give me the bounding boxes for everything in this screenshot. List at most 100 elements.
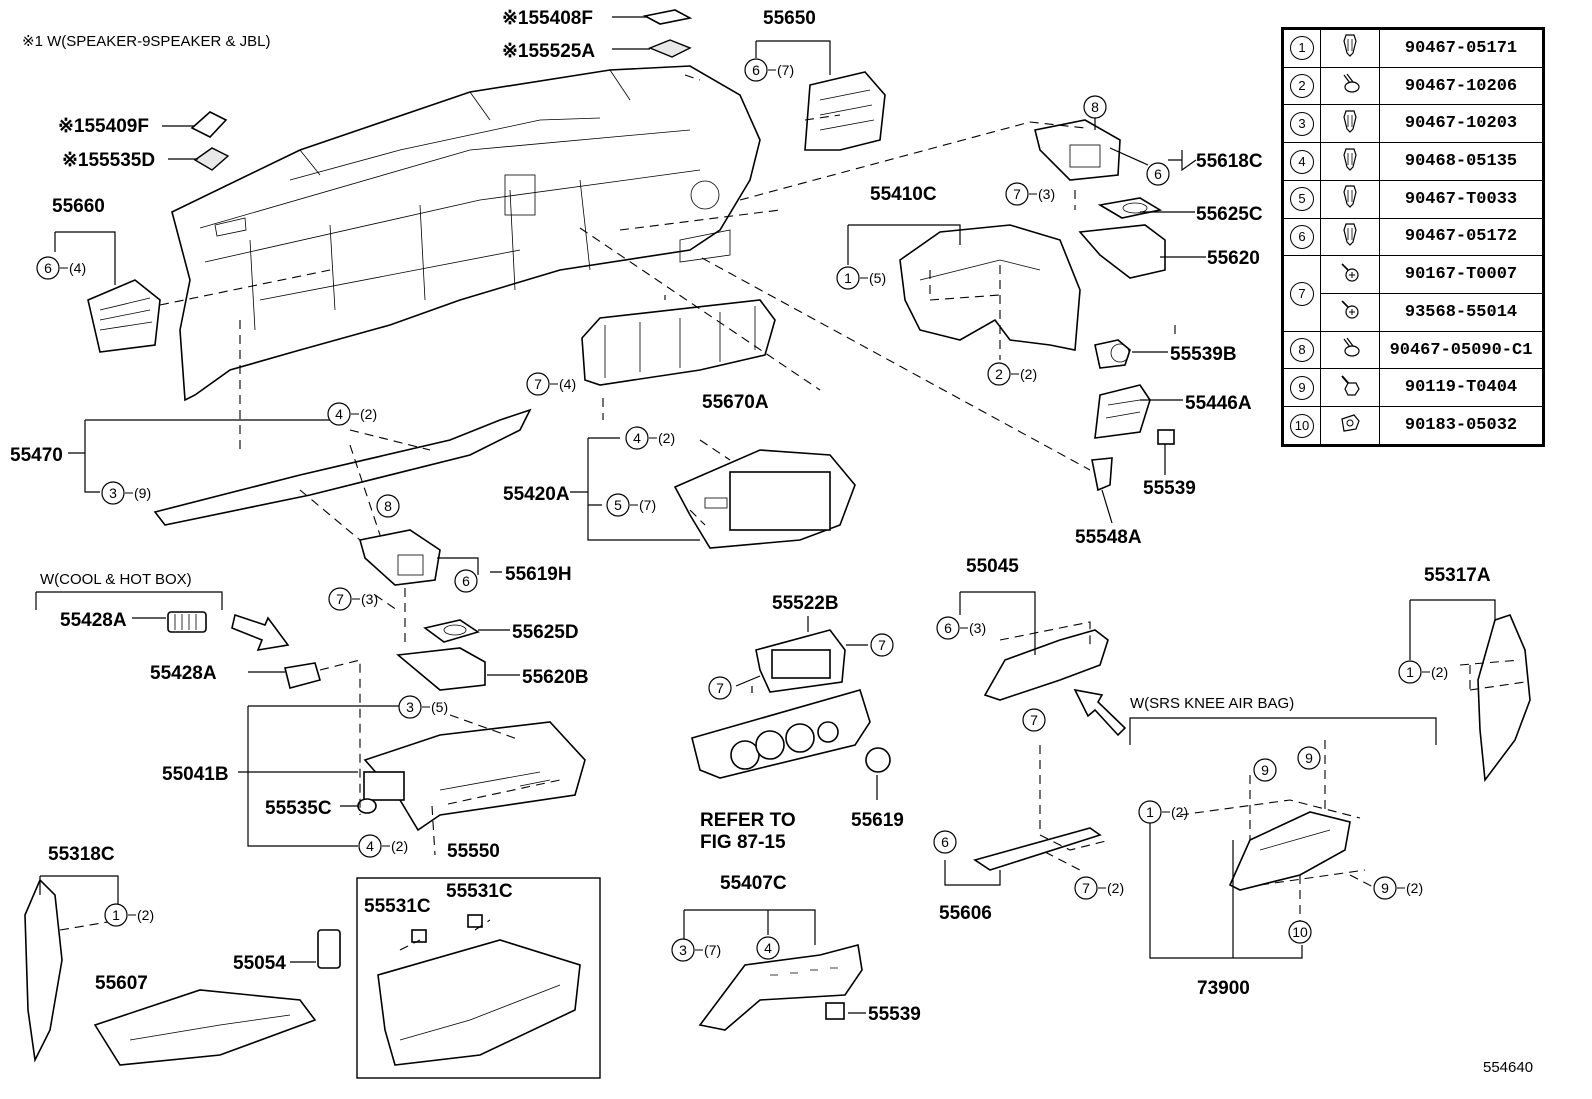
callout-c7-4: 7 (4) [526,372,576,396]
clip-icon [1320,217,1380,257]
callout-quantity: (2) [360,406,377,422]
cup-holder-55625C [1097,197,1163,219]
callout-circle [936,616,960,640]
legend-number: 6 [1290,224,1314,249]
callout-circle [836,266,860,290]
label-55539-top: 55539 [1143,478,1196,499]
center-cluster-55420A [673,449,856,549]
label-55317A: 55317A [1424,565,1491,586]
cup-holder-55625D [423,619,480,643]
legend-row: 9 90119-T0404 [1283,368,1543,408]
callout-c9-b: 9 [1297,746,1321,770]
callout-number: 4 [764,940,772,956]
legend-number: 7 [1290,281,1314,306]
figure-id: 554640 [1483,1059,1533,1076]
callout-quantity: (4) [559,376,576,392]
legend-number-cell: 8 [1283,330,1321,370]
center-vent-55670A [581,299,776,386]
legend-number-cell: 10 [1283,406,1321,445]
label-55548A: 55548A [1075,527,1142,548]
callout-circle [454,569,478,593]
bracket-55619H [358,529,441,586]
bumper-55531C-a [411,929,427,943]
push-rivet-icon [1320,66,1380,106]
label-55408F: ※155408F [502,8,593,29]
vent-55428A-top [167,611,207,633]
legend-part-number: 90119-T0404 [1379,368,1543,408]
side-panel-55317A [1477,614,1531,783]
side-vent-55660 [87,279,161,353]
dash-lines [59,74,1526,951]
label-55409F: ※155409F [58,116,149,137]
callout-c7-045: 7 [1022,708,1046,732]
callout-number: 4 [366,838,374,854]
callout-number: 3 [406,699,414,715]
clip-icon [1320,29,1380,68]
leader-lines [35,16,1496,1014]
callout-c8-top: 8 [1083,95,1107,119]
label-55660: 55660 [52,196,105,217]
legend-number-cell: 7 [1283,255,1321,332]
label-55619H: 55619H [505,564,572,585]
label-55045: 55045 [966,556,1019,577]
callout-number: 7 [1013,186,1021,202]
callout-circle [1288,920,1312,944]
callout-number: 4 [633,430,641,446]
callout-circle [526,372,550,396]
label-55428A-bottom: 55428A [150,663,217,684]
callout-number: 7 [534,376,542,392]
legend-part-number: 90167-T0007 [1379,255,1543,295]
callout-c3-9: 3(9) [101,481,151,505]
legend-number: 9 [1290,375,1314,400]
legend-part-number: 93568-55014 [1379,293,1543,332]
legend-number-cell: 3 [1283,104,1321,144]
callout-quantity: (7) [639,497,656,513]
callout-number: 9 [1261,762,1269,778]
callout-number: 6 [752,62,760,78]
label-55620B: 55620B [522,667,589,688]
legend-part-number: 90467-05171 [1379,29,1543,68]
glove-box-55041B [363,721,586,832]
legend-number: 2 [1290,74,1314,99]
callout-c6-606: 6 [933,830,957,854]
callout-number: 9 [1305,750,1313,766]
callouts: 6(7)6(4)867(3)1(5)2(2)7(4)4(2)3(9)4(2)5(… [36,58,1448,962]
legend-number-cell: 1 [1283,29,1321,68]
clip-icon [1320,104,1380,144]
callout-c1-2-317: 1(2) [1398,660,1448,684]
callout-circle [1138,800,1162,824]
callout-number: 7 [336,591,344,607]
nut-icon [1320,406,1380,445]
callout-quantity: (2) [137,907,154,923]
callout-circle [1373,876,1397,900]
callout-circle [606,493,630,517]
callout-quantity: (3) [361,591,378,607]
callout-circle [1074,876,1098,900]
callout-c2-2: 2(2) [987,362,1037,386]
callout-number: 3 [109,485,117,501]
callout-c1-2-318: 1(2) [104,903,154,927]
meter-hood-55410C [899,224,1081,351]
arrow-cool-hot [231,613,290,652]
callout-c6-7-top: 6(7) [744,58,794,82]
callout-circle [1253,758,1277,782]
knee-panel-55045 [983,629,1109,701]
callout-c4-2-420: 4(2) [625,426,675,450]
plug-55539-lower [825,1002,845,1020]
label-55525A: ※155525A [502,41,595,62]
label-55531C-a: 55531C [364,896,431,917]
clip-icon [1320,142,1380,181]
legend-number: 10 [1290,413,1314,438]
tray-55620 [1078,224,1166,279]
cover-55548A [1091,457,1113,492]
bracket-55618C [1034,119,1121,181]
callout-quantity: (2) [1171,804,1188,820]
note-speaker: ※1 W(SPEAKER-9SPEAKER & JBL) [22,33,270,50]
vent-55428A-bottom [284,662,321,689]
knob-55619 [865,747,891,773]
callout-circle [398,695,422,719]
callout-c9-2: 9(2) [1373,876,1423,900]
legend-part-number: 90467-10203 [1379,104,1543,144]
